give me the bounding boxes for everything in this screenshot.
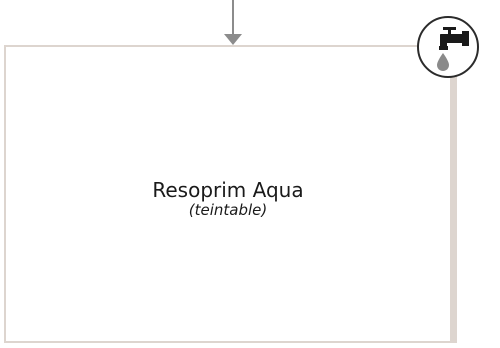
product-name: Resoprim Aqua (152, 178, 304, 202)
water-tap-icon (437, 27, 469, 71)
connector-arrow (224, 34, 242, 45)
product-note: (teintable) (188, 201, 268, 219)
connector-line (232, 0, 234, 34)
product-card: Resoprim Aqua (teintable) (4, 45, 457, 343)
product-label: Resoprim Aqua (teintable) (6, 178, 450, 219)
water-based-badge (417, 16, 479, 78)
